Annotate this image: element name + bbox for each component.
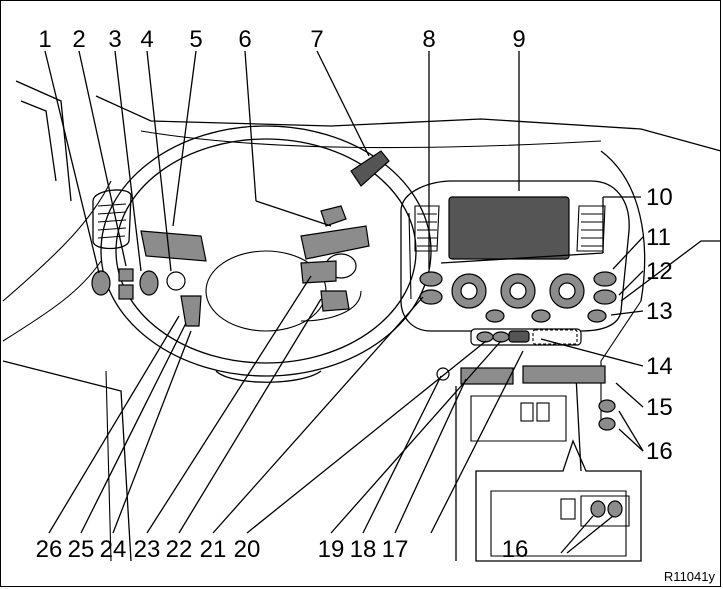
bottom-labels: 26 25 24 23 22 21 20 19 18 17 16 [36,536,529,563]
label-3: 3 [108,26,121,53]
label-10: 10 [646,184,673,211]
center-stack [400,180,630,431]
label-5: 5 [189,26,202,53]
label-17: 17 [382,536,409,563]
label-23: 23 [134,536,161,563]
label-6: 6 [238,26,251,53]
left-switch-cluster [91,230,207,327]
figure-code: R11041y [664,569,716,584]
label-12: 12 [646,258,673,285]
inset-detail [475,439,642,562]
label-21: 21 [200,536,227,563]
dashboard-outline [2,80,722,562]
label-16-inset: 16 [502,536,529,563]
right-labels: 10 11 12 13 14 15 16 [646,184,673,465]
label-1: 1 [38,26,51,53]
label-26: 26 [36,536,63,563]
label-20: 20 [234,536,261,563]
label-19: 19 [318,536,345,563]
label-13: 13 [646,298,673,325]
label-7: 7 [310,26,323,53]
leader-lines [44,50,644,554]
label-25: 25 [68,536,95,563]
label-2: 2 [72,26,85,53]
label-14: 14 [646,353,673,380]
label-22: 22 [166,536,193,563]
label-18: 18 [350,536,377,563]
label-15: 15 [646,394,673,421]
top-labels: 1 2 3 4 5 6 7 8 9 [38,26,525,53]
right-stalks [300,150,390,322]
label-24: 24 [100,536,127,563]
left-air-vent [92,189,132,250]
label-8: 8 [422,26,435,53]
label-9: 9 [512,26,525,53]
label-11: 11 [646,224,671,251]
label-16: 16 [646,438,673,465]
label-4: 4 [140,26,153,53]
